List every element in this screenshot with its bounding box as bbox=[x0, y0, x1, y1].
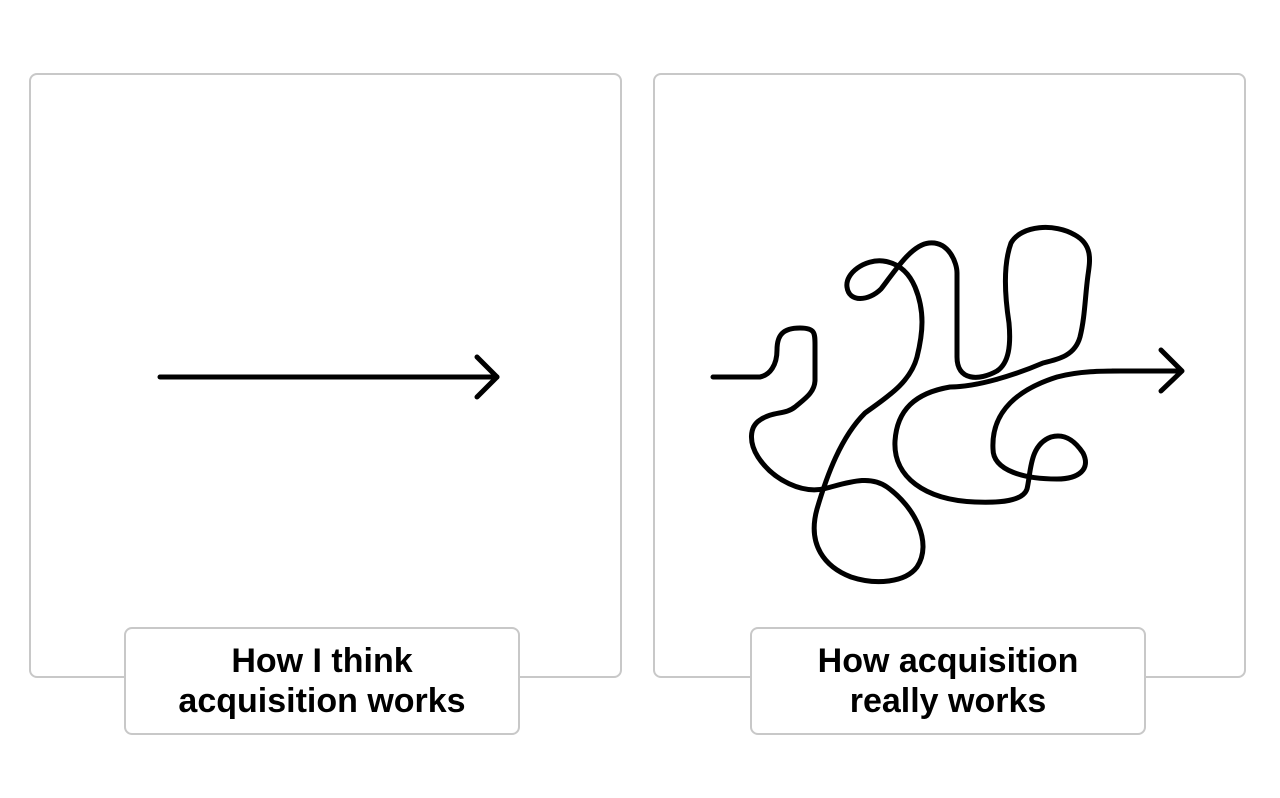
straight-arrow-icon bbox=[157, 354, 500, 400]
straight-arrow-head bbox=[474, 354, 500, 400]
left-caption-line-1: How I think bbox=[231, 642, 413, 680]
left-caption-box: How I think acquisition works bbox=[124, 627, 520, 735]
left-panel bbox=[29, 73, 622, 678]
squiggly-arrow-path bbox=[710, 224, 1124, 585]
right-caption-line-1: How acquisition bbox=[817, 642, 1079, 680]
right-caption-line-2: really works bbox=[849, 682, 1047, 720]
squiggly-arrow-icon bbox=[710, 224, 1185, 585]
right-caption-box: How acquisition really works bbox=[750, 627, 1146, 735]
right-panel bbox=[653, 73, 1246, 678]
left-caption-line-2: acquisition works bbox=[178, 682, 466, 720]
